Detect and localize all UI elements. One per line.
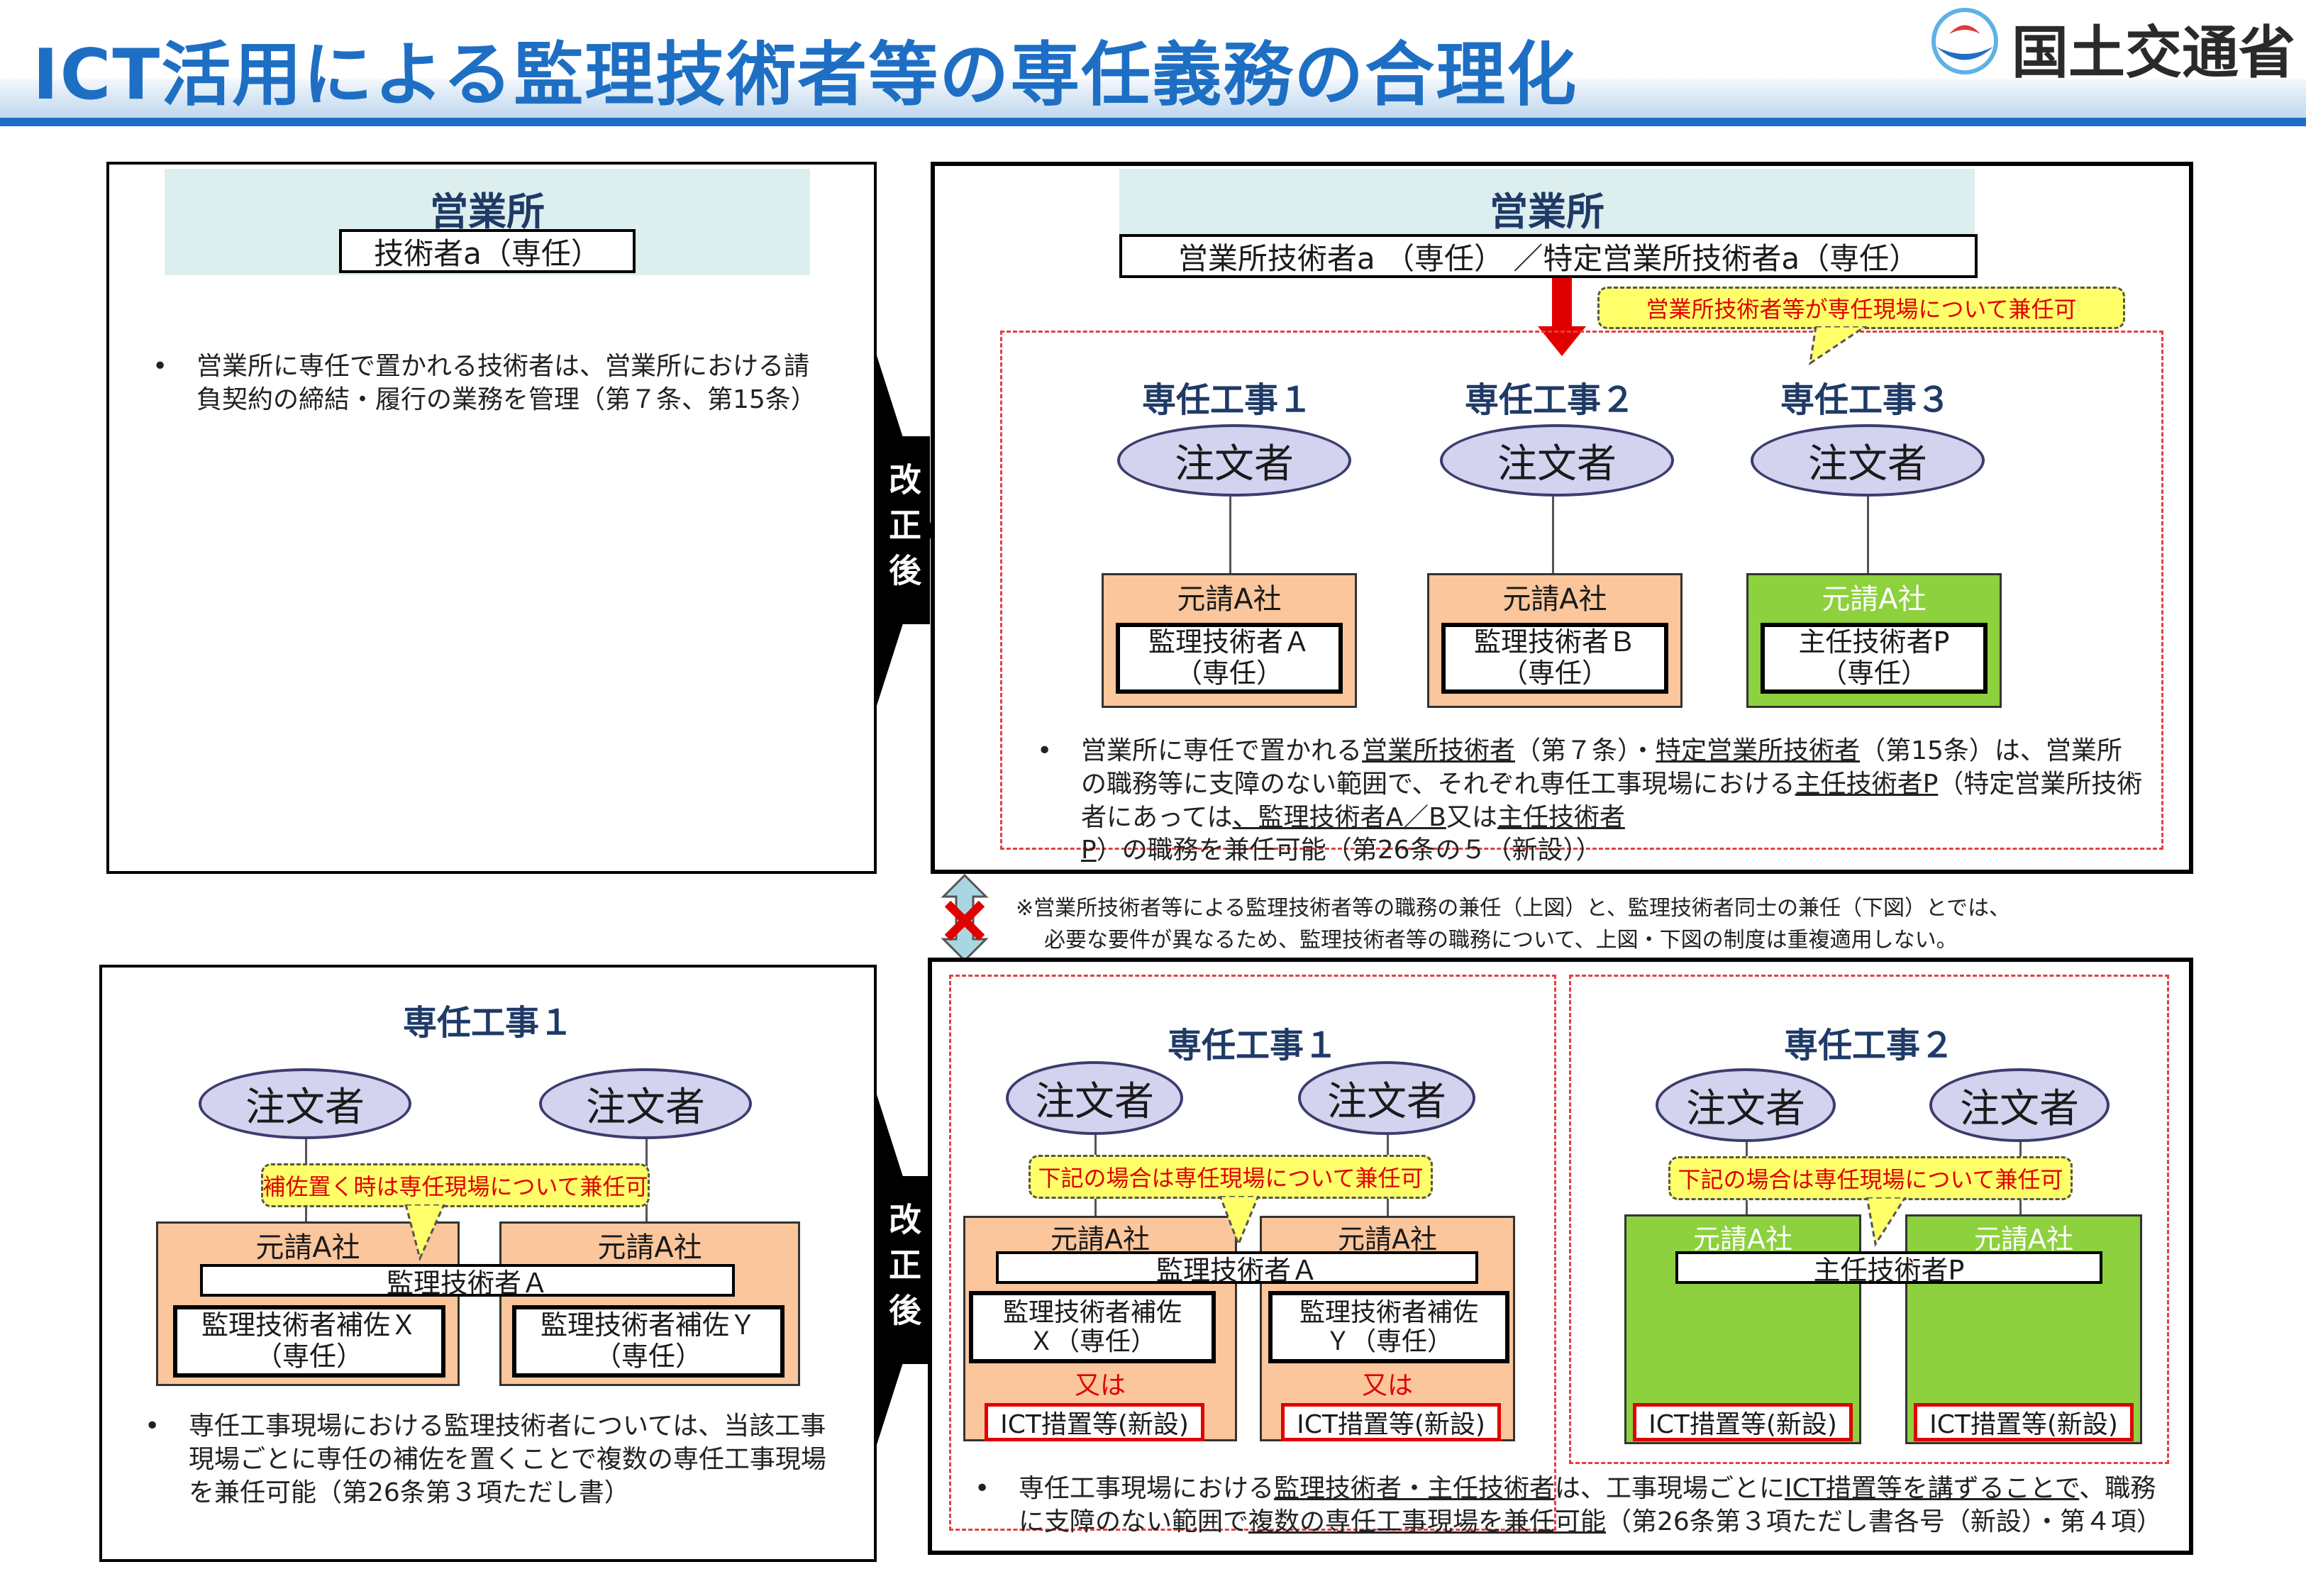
top-right-bullet: •営業所に専任で置かれる営業所技術者（第７条）・特定営業所技術者（第15条）は、… [1037, 736, 2143, 865]
brl-company-label-1: 元請A社 [1051, 1224, 1150, 1255]
connector-3 [1867, 497, 1869, 573]
header-rule [0, 118, 2306, 126]
company-label-2: 元請A社 [1502, 583, 1607, 616]
brl-company-label-2: 元請A社 [1338, 1224, 1437, 1255]
revision-label-top: 改正後 [876, 436, 930, 624]
connector-2 [1552, 497, 1554, 573]
bl-company-label-2: 元請A社 [597, 1231, 702, 1264]
brl-title: 専任工事１ [1167, 1026, 1338, 1065]
brr-ict-1: ICT措置等(新設) [1633, 1403, 1853, 1441]
company-label-1: 元請A社 [1177, 583, 1282, 616]
header-band [0, 79, 2306, 123]
bl-callout-pointer [404, 1204, 445, 1261]
office-label-right: 営業所 [1490, 189, 1604, 234]
brl-client-1: 注文者 [1006, 1061, 1183, 1135]
top-right-callout: 営業所技術者等が専任現場について兼任可 [1597, 287, 2125, 329]
brl-or-1: 又は [1074, 1371, 1126, 1400]
brr-ict-2: ICT措置等(新設) [1914, 1403, 2134, 1441]
bl-assistant-x: 監理技術者補佐Ｘ（専任） [173, 1305, 445, 1378]
red-arrow-shaft [1552, 278, 1572, 328]
brr-chief-box: 主任技術者P [1675, 1251, 2102, 1286]
brl-chief-box: 監理技術者Ａ [996, 1251, 1478, 1286]
no-overlap-icon [941, 874, 989, 962]
brl-ict-2: ICT措置等(新設) [1281, 1403, 1501, 1441]
company-label-3: 元請A社 [1822, 583, 1927, 616]
top-left-panel [106, 162, 877, 874]
bl-bullet: •専任工事現場における監理技術者については、当該工事現場ごとに専任の補佐を置くこ… [145, 1412, 826, 1507]
page-title: ICT活用による監理技術者等の専任義務の合理化 [33, 35, 1578, 116]
brr-title: 専任工事２ [1783, 1026, 1954, 1065]
brl-client-2: 注文者 [1298, 1061, 1475, 1135]
bl-client-2: 注文者 [539, 1068, 752, 1139]
ministry-name: 国土交通省 [2012, 20, 2295, 86]
brr-callout-pointer [1866, 1197, 1907, 1247]
tech-box-1: 監理技術者Ａ（専任） [1116, 623, 1343, 694]
client-ellipse-1: 注文者 [1117, 424, 1351, 497]
brl-callout-pointer [1219, 1196, 1260, 1247]
connector-1 [1229, 497, 1231, 573]
revision-label-bottom: 改正後 [876, 1176, 930, 1364]
top-left-bullet: •営業所に専任で置かれる技術者は、営業所における請負契約の締結・履行の業務を管理… [153, 352, 816, 414]
brl-ict-1: ICT措置等(新設) [985, 1403, 1204, 1441]
brr-company-label-2: 元請A社 [1974, 1224, 2073, 1255]
br-right-dashed [1569, 975, 2169, 1464]
bl-company-label-1: 元請A社 [255, 1231, 360, 1264]
bl-client-1: 注文者 [199, 1068, 411, 1139]
brl-or-2: 又は [1361, 1371, 1413, 1400]
bl-assistant-y: 監理技術者補佐Ｙ（専任） [512, 1305, 785, 1378]
project-1-title: 専任工事１ [1141, 380, 1312, 420]
office-tech-box-right: 営業所技術者a （専任） ／特定営業所技術者a（専任） [1119, 234, 1978, 278]
br-bullet: •専任工事現場における監理技術者・主任技術者は、工事現場ごとにICT措置等を講ず… [975, 1474, 2162, 1536]
br-left-dashed [949, 975, 1556, 1531]
brr-client-1: 注文者 [1656, 1068, 1836, 1142]
client-ellipse-2: 注文者 [1440, 424, 1674, 497]
ministry-logo-icon [1931, 8, 1998, 74]
office-label: 営業所 [430, 189, 545, 234]
callout-pointer [1809, 326, 1868, 366]
bl-callout: 補佐置く時は専任現場について兼任可 [261, 1163, 650, 1207]
brr-callout: 下記の場合は専任現場について兼任可 [1668, 1156, 2073, 1200]
middle-note: ※営業所技術者等による監理技術者等の職務の兼任（上図）と、監理技術者同士の兼任（… [1016, 896, 2011, 953]
project-3-title: 専任工事３ [1780, 380, 1951, 420]
top-right-dashed-area [1000, 331, 2163, 850]
bl-title: 専任工事１ [402, 1003, 573, 1043]
brr-company-label-1: 元請A社 [1693, 1224, 1792, 1255]
office-tech-box: 技術者a（専任） [339, 229, 636, 273]
tech-box-2: 監理技術者Ｂ（専任） [1441, 623, 1668, 694]
tech-box-3: 主任技術者P（専任） [1761, 623, 1988, 694]
client-ellipse-3: 注文者 [1751, 424, 1985, 497]
brl-callout: 下記の場合は専任現場について兼任可 [1029, 1155, 1433, 1199]
bl-chief-box: 監理技術者Ａ [200, 1264, 735, 1299]
project-2-title: 専任工事２ [1464, 380, 1635, 420]
brr-client-2: 注文者 [1929, 1068, 2110, 1142]
